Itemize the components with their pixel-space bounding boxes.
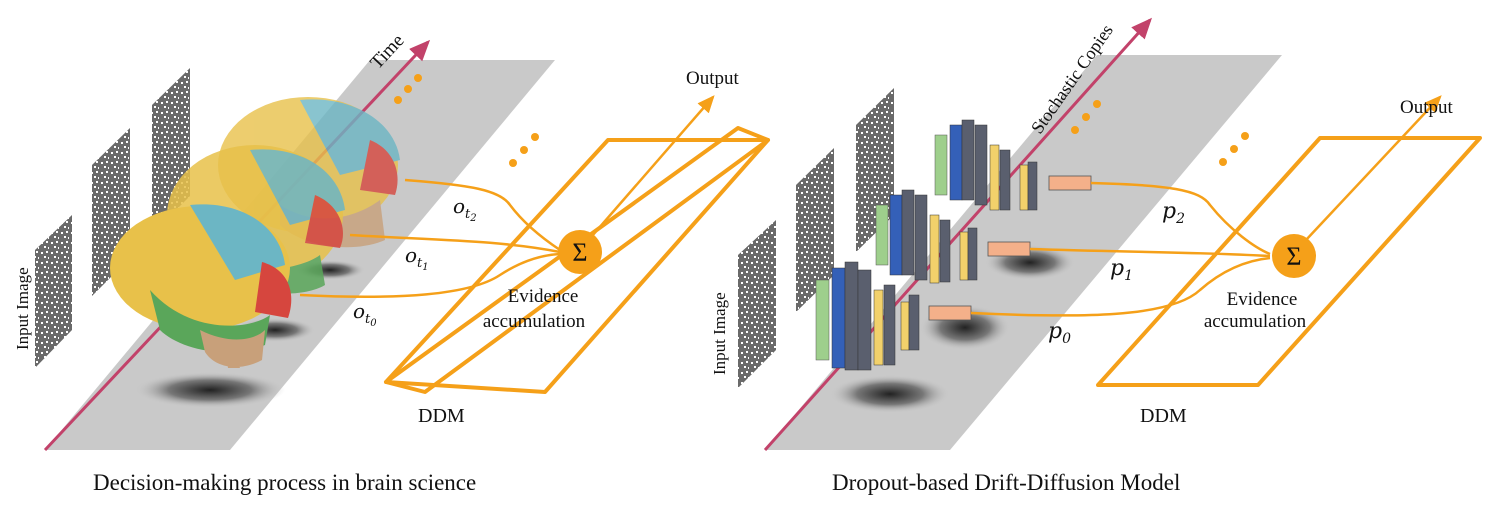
- input-slide-r0: [738, 220, 776, 388]
- signal-label-left-0: ot0: [353, 299, 377, 329]
- evidence-label-left-1: Evidence: [508, 286, 579, 307]
- signal-curve-r2: [1090, 181, 1271, 256]
- signal-label-left-2: ot2: [453, 194, 477, 224]
- shadow-left-0: [135, 372, 285, 408]
- network-copy-0: [815, 261, 972, 371]
- signal-curve-r1: [1029, 247, 1271, 258]
- output-label-right: Output: [1400, 97, 1454, 118]
- left-panel: Time Input Image: [13, 30, 770, 452]
- dot-icon: [1093, 100, 1101, 108]
- brain-1: [167, 145, 345, 294]
- dot-icon: [509, 159, 517, 167]
- sum-node-right: [1272, 234, 1316, 278]
- sum-symbol-right: Σ: [1286, 242, 1301, 271]
- dot-icon: [531, 133, 539, 141]
- dot-icon: [394, 96, 402, 104]
- ddm-label-left: DDM: [418, 405, 465, 427]
- signal-curve-r0: [970, 256, 1271, 317]
- signal-curve-2: [404, 178, 561, 252]
- signal-label-right-1: p1: [1110, 256, 1133, 284]
- input-label-right: Input Image: [710, 292, 729, 375]
- signal-label-right-0: p0: [1048, 319, 1071, 347]
- caption-right: Dropout-based Drift-Diffusion Model: [832, 470, 1181, 495]
- dot-icon: [1071, 126, 1079, 134]
- sum-symbol-left: Σ: [572, 238, 587, 267]
- input-slide-r2: [856, 88, 894, 252]
- sum-node-left: [558, 230, 602, 274]
- evidence-label-right-1: Evidence: [1227, 289, 1298, 310]
- ddm-box-left-frame: [384, 138, 770, 394]
- dot-icon: [1082, 113, 1090, 121]
- evidence-label-right-2: accumulation: [1204, 311, 1307, 332]
- dot-icon: [1241, 132, 1249, 140]
- copies-axis: [763, 17, 1153, 452]
- caption-left: Decision-making process in brain science: [93, 470, 477, 495]
- evidence-label-left-2: accumulation: [483, 311, 586, 332]
- output-arrow-right: [1305, 95, 1442, 241]
- ddm-box-right: [1096, 136, 1482, 387]
- network-copy-1: [875, 189, 1031, 284]
- input-slide-r1: [796, 148, 834, 312]
- dot-icon: [414, 74, 422, 82]
- output-label-left: Output: [686, 68, 740, 89]
- signal-label-right-2: p2: [1162, 199, 1185, 227]
- dot-icon: [1219, 158, 1227, 166]
- brain-0: [110, 204, 292, 368]
- output-arrow-left: [591, 95, 715, 237]
- right-panel: Stochastic Copies Input Image: [710, 17, 1482, 452]
- dot-icon: [520, 146, 528, 154]
- signal-curve-1: [349, 233, 561, 254]
- input-slide-0: [35, 215, 72, 368]
- dot-icon: [1230, 145, 1238, 153]
- input-label-left: Input Image: [13, 267, 32, 350]
- ddm-label-right: DDM: [1140, 405, 1187, 427]
- signal-label-left-1: ot1: [405, 243, 429, 273]
- network-copy-2: [934, 119, 1092, 211]
- dot-icon: [404, 85, 412, 93]
- signal-curve-0: [299, 252, 561, 299]
- shadow-right-0: [830, 375, 950, 413]
